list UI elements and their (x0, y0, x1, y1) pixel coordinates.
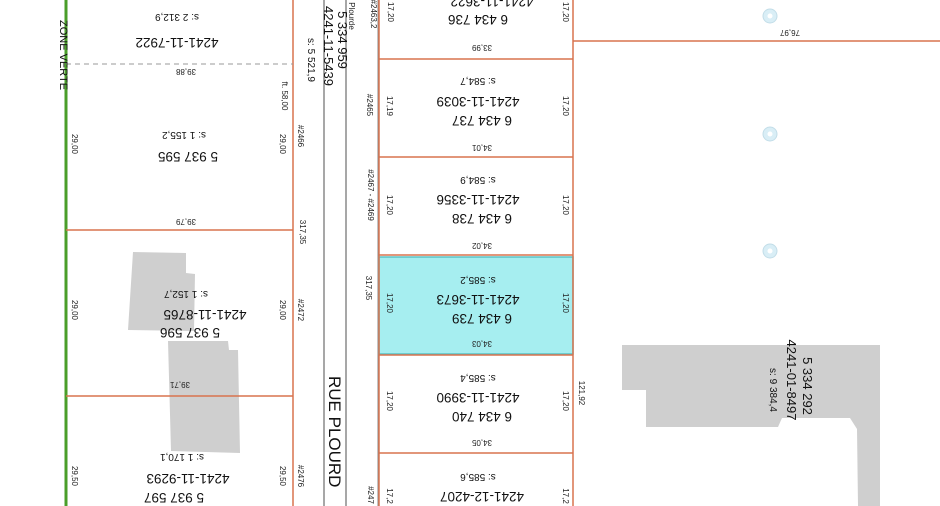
dimension-label: 34,03 (471, 339, 492, 348)
dimension-label: 17,20 (385, 293, 394, 314)
dimension-label: 17,2 (561, 488, 570, 504)
dimension-label: 76,97 (779, 28, 800, 37)
west-lot-4[interactable]: s: 1 170,1 4241-11-9293 5 937 597 29,50 … (70, 451, 305, 505)
east-lot-partial[interactable]: s: 585,6 4241-12-4207 #247 17,2 17,2 (366, 471, 570, 504)
roll-number: 4241-11-3039 (436, 94, 519, 109)
dimension-label: 317,35 (298, 220, 307, 245)
lot-number: 6 434 737 (452, 113, 512, 128)
building-footprint (168, 341, 240, 453)
location-marker-icon[interactable] (762, 243, 778, 259)
dimension-label: 17,20 (385, 391, 394, 412)
dimension-label: 29,00 (278, 134, 287, 155)
zone-label: ZONE VERTE (57, 20, 69, 90)
lot-area: s: 585,6 (460, 471, 496, 482)
location-marker-icon[interactable] (762, 126, 778, 142)
dimension-label: 17,20 (561, 195, 570, 216)
street-plate: Plourde (347, 2, 356, 30)
roll-number: 4241-11-3356 (436, 192, 519, 207)
west-lot-3[interactable]: s: 1 152,7 4241-11-8765 5 937 596 29,00 … (70, 288, 305, 389)
lot-area: s: 5 521,9 (305, 38, 316, 82)
lot-number: 5 334 959 (335, 11, 350, 69)
dimension-label: 29,00 (278, 300, 287, 321)
dimension-label: 17,20 (385, 195, 394, 216)
dimension-label: 17,20 (561, 293, 570, 314)
lot-number: 6 434 739 (452, 311, 512, 326)
building-footprint (622, 345, 880, 506)
dimension-label: 29,50 (70, 466, 79, 487)
roll-number: 4241-11-3622 (450, 0, 533, 9)
lot-number: 5 937 595 (158, 149, 218, 164)
dimension-label: 121,92 (577, 381, 586, 406)
dimension-label: 29,00 (70, 300, 79, 321)
dimension-label: 317,35 (364, 276, 373, 301)
west-lot-2[interactable]: s: 1 155,2 5 937 595 29,00 29,00 ft. 58,… (70, 82, 305, 226)
lot-area: s: 9 384,4 (767, 368, 778, 412)
location-marker-icon[interactable] (762, 8, 778, 24)
east-lot-738[interactable]: s: 584,9 4241-11-3356 6 434 738 #2467 - … (366, 169, 570, 250)
lot-area: s: 1 155,2 (162, 129, 206, 140)
civic-number: #2463,2 (369, 0, 378, 29)
roll-number: 4241-11-3990 (436, 390, 519, 405)
dimension-label: 34,05 (471, 438, 492, 447)
dimension-label: 34,01 (471, 143, 492, 152)
dimension-label: 17,19 (385, 96, 394, 117)
east-lot-736[interactable]: 4241-11-3622 6 434 736 #2463,2 17,20 17,… (369, 0, 570, 52)
roll-number: 4241-11-5439 (321, 6, 336, 86)
west-lot-1[interactable]: s: 2 312,9 4241-11-7922 39,88 (135, 11, 218, 76)
lot-area: s: 2 312,9 (155, 11, 199, 22)
dimension-label: 29,00 (70, 134, 79, 155)
civic-number: #2476 (296, 465, 305, 488)
lot-number: 6 434 736 (448, 12, 508, 27)
east-lot-740[interactable]: s: 585,4 4241-11-3990 6 434 740 17,20 17… (385, 372, 570, 447)
dimension-label: 17,20 (561, 96, 570, 117)
civic-number: #247 (366, 486, 375, 504)
lot-area: s: 585,4 (460, 372, 496, 383)
civic-number: #2472 (296, 299, 305, 322)
lot-number: 5 334 292 (800, 357, 815, 415)
lot-area: s: 1 152,7 (164, 288, 208, 299)
dimension-label: 39,88 (175, 67, 196, 76)
civic-number: #2466 (296, 125, 305, 148)
lot-area: s: 584,7 (460, 75, 496, 86)
civic-number: #2465 (365, 94, 374, 117)
dimension-label: 39,71 (169, 380, 190, 389)
lot-area: s: 1 170,1 (160, 451, 204, 462)
dimension-label: 17,20 (386, 2, 395, 23)
dimension-label: 34,02 (471, 241, 492, 250)
dimension-label: 17,20 (561, 2, 570, 23)
lot-area: s: 584,9 (460, 174, 496, 185)
dimension-label: 39,79 (175, 217, 196, 226)
roll-number: 4241-11-7922 (135, 35, 218, 50)
road-parcel[interactable]: 5 334 959 4241-11-5439 s: 5 521,9 Plourd… (305, 2, 373, 487)
dimension-label: 17,20 (561, 391, 570, 412)
east-lot-739-selected[interactable]: s: 585,2 4241-11-3673 6 434 739 17,20 17… (385, 274, 570, 348)
dimension-label: 17,2 (385, 488, 394, 504)
lot-number: 5 937 597 (144, 490, 204, 505)
frontage-label: ft. 58,00 (280, 82, 289, 111)
street-name: RUE PLOURD (325, 376, 344, 487)
roll-number: 4241-01-8497 (784, 340, 799, 421)
lot-number: 5 937 596 (160, 325, 220, 340)
civic-number: #2467 - #2469 (366, 169, 375, 221)
roll-number: 4241-11-3673 (436, 292, 519, 307)
roll-number: 4241-11-9293 (146, 471, 229, 486)
roll-number: 4241-12-4207 (440, 489, 524, 504)
dimension-label: 29,50 (278, 466, 287, 487)
lot-number: 6 434 738 (452, 211, 512, 226)
roll-number: 4241-11-8765 (163, 307, 246, 322)
east-lot-737[interactable]: s: 584,7 4241-11-3039 6 434 737 #2465 17… (365, 75, 570, 152)
lot-number: 6 434 740 (452, 409, 512, 424)
lot-area: s: 585,2 (460, 274, 496, 285)
big-lot-5334292[interactable]: 76,97 121,92 5 334 292 4241-01-8497 s: 9… (577, 28, 815, 420)
dimension-label: 33,99 (471, 43, 492, 52)
building-footprint (128, 252, 195, 331)
